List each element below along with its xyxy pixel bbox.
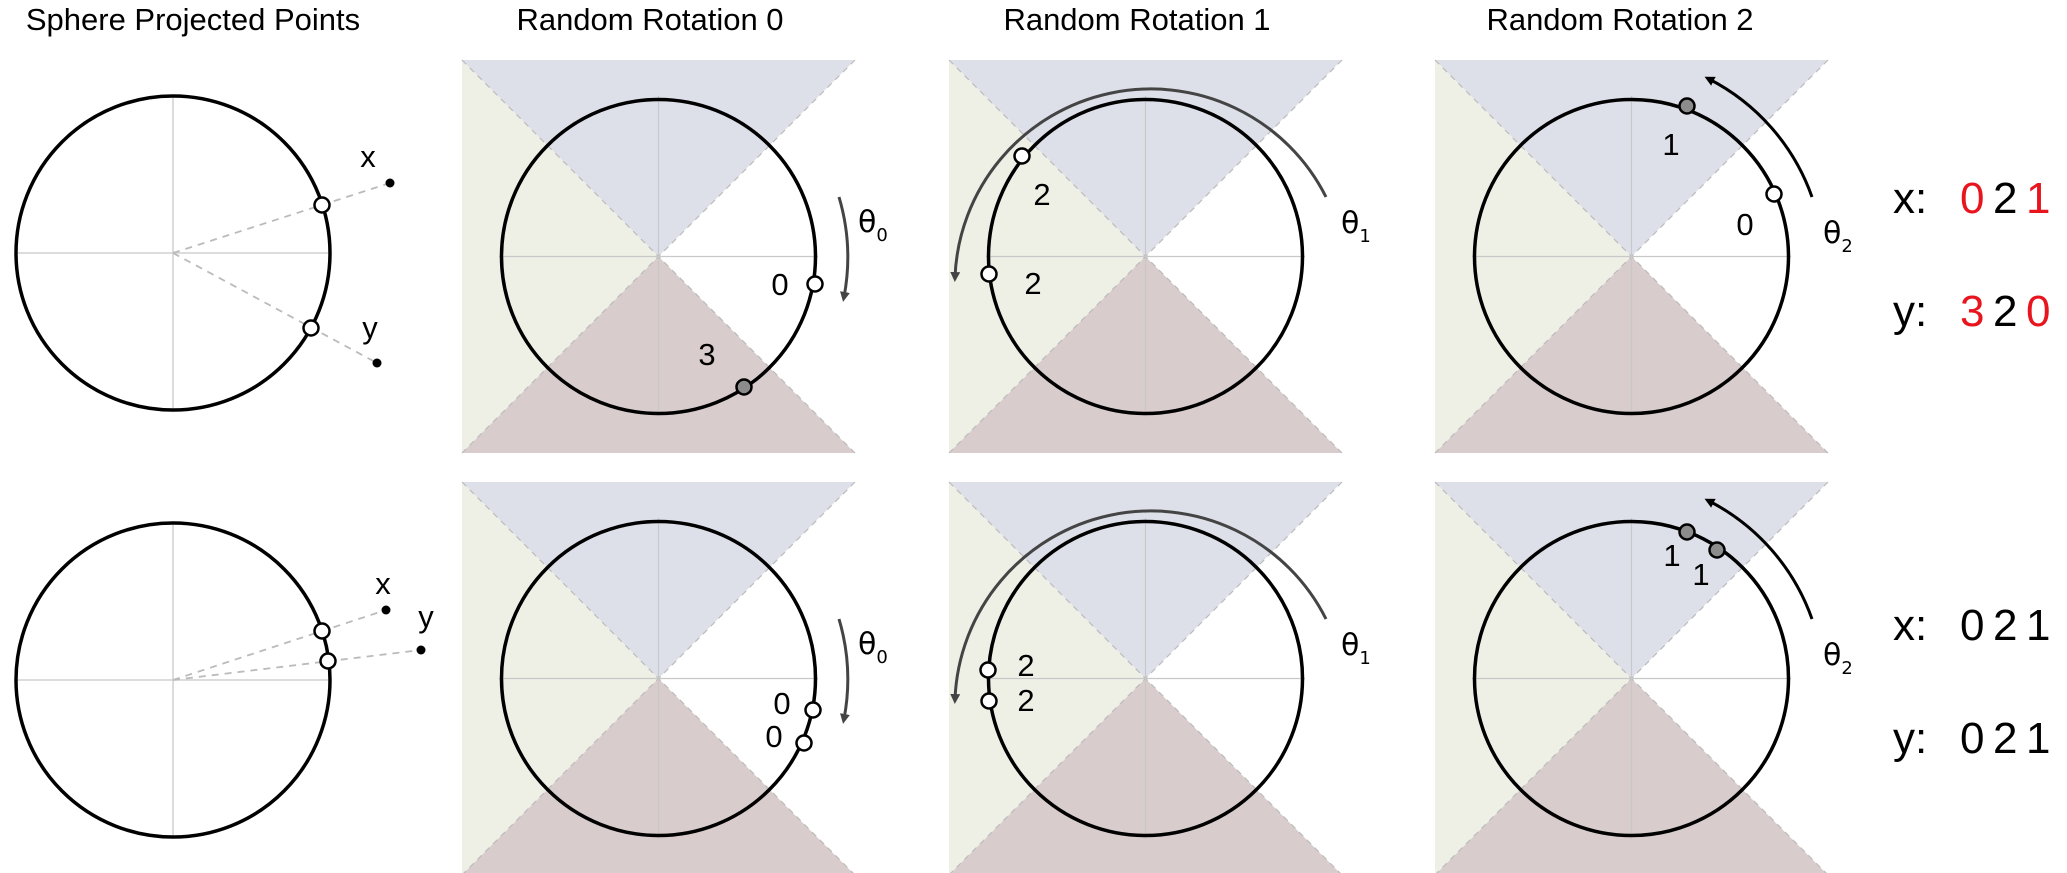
rotated-point-x [1678,97,1696,115]
rotation-panel-row-1-col-2: 1 1 θ2 [1434,481,1853,873]
rotated-point-y [1765,185,1783,203]
code-digit: 1 [2026,174,2050,223]
title-sphere-projected-points: Sphere Projected Points [26,2,360,37]
sphere-panel-row-0: x y [14,94,395,412]
code-digit: 0 [1960,714,1984,763]
rotated-point-x [979,661,997,679]
code-label: x: [1893,601,1927,650]
theta-label: θ0 [858,205,888,246]
region-label-y: 0 [765,719,782,754]
code-digit: 2 [1993,174,2017,223]
projected-point-x [313,196,331,214]
code-panel-row-1: x: 0 2 1 y: 0 2 1 [1893,601,2050,763]
code-digit: 1 [2026,601,2050,650]
region-label-y: 1 [1692,557,1709,592]
sphere-panel-row-1: x y [14,521,434,839]
original-point-y [372,358,382,368]
rotated-point-x [1013,147,1031,165]
code-y: y: 3 2 0 [1893,287,2050,336]
code-digit: 2 [1993,601,2017,650]
point-label-y: y [362,310,378,345]
title-random-rotation-1: Random Rotation 1 [1003,2,1270,37]
region-label-x: 1 [1662,127,1679,162]
point-label-x: x [375,566,391,601]
theta-label: θ0 [858,627,888,668]
unit-circle [14,94,332,412]
rotation-panel-row-1-col-0: 0 0 θ0 [461,481,888,873]
region-label-y: 3 [698,337,715,372]
rotated-point-y [795,734,813,752]
code-digit: 0 [1960,601,1984,650]
rotated-point-y [1708,541,1726,559]
rotated-point-y [980,265,998,283]
original-point-x [385,178,395,188]
theta-label: θ2 [1823,216,1853,257]
code-digit: 1 [2026,714,2050,763]
region-label-x: 0 [773,686,790,721]
rotation-panel-row-0-col-2: 0 1 θ2 [1434,59,1853,454]
point-label-x: x [360,139,376,174]
rotated-point-x [806,275,824,293]
unit-circle [14,521,332,839]
code-y: y: 0 2 1 [1893,714,2050,763]
code-x: x: 0 2 1 [1893,174,2050,223]
rotation-panel-row-0-col-1: 2 2 θ1 [948,59,1371,454]
region-label-y: 2 [1024,266,1041,301]
rotation-panel-row-0-col-0: 0 3 θ0 [461,59,888,454]
region-label-y: 0 [1736,207,1753,242]
projected-point-x [313,622,331,640]
code-digit: 3 [1960,287,1984,336]
rotated-point-x [804,701,822,719]
region-label-y: 2 [1017,683,1034,718]
region-label-x: 1 [1663,538,1680,573]
point-label-y: y [418,599,434,634]
original-point-x [381,605,391,615]
title-random-rotation-0: Random Rotation 0 [516,2,783,37]
projected-point-y [319,652,337,670]
rotation-panel-row-1-col-1: 2 2 θ1 [948,481,1371,873]
region-label-x: 2 [1033,177,1050,212]
code-digit: 0 [1960,174,1984,223]
title-random-rotation-2: Random Rotation 2 [1486,2,1753,37]
rotated-point-x [1678,523,1696,541]
code-digit: 0 [2026,287,2050,336]
code-label: x: [1893,174,1927,223]
original-point-y [416,645,426,655]
projected-point-y [302,319,320,337]
code-digit: 2 [1993,714,2017,763]
region-label-x: 2 [1017,648,1034,683]
region-label-x: 0 [771,267,788,302]
rotated-point-y [735,378,753,396]
code-label: y: [1893,714,1927,763]
theta-label: θ1 [1341,206,1371,247]
rotated-point-y [980,692,998,710]
code-panel-row-0: x: 0 2 1 y: 3 2 0 [1893,174,2050,336]
theta-label: θ2 [1823,638,1853,679]
theta-label: θ1 [1341,628,1371,669]
code-x: x: 0 2 1 [1893,601,2050,650]
code-label: y: [1893,287,1927,336]
code-digit: 2 [1993,287,2017,336]
